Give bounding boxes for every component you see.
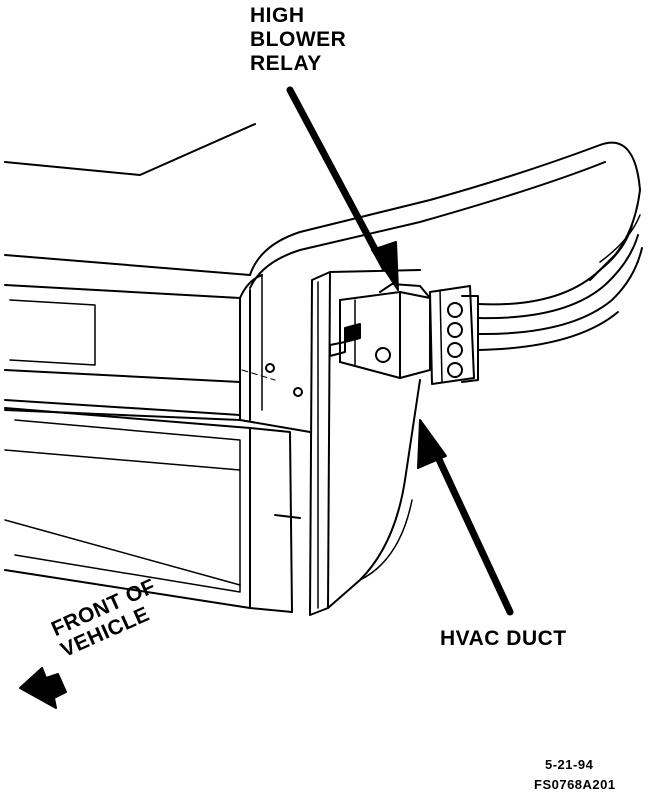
blower-relay (329, 283, 431, 379)
wire-connector (429, 285, 479, 385)
relay-callout-arrow (286, 86, 399, 291)
relay-label-line-2: BLOWER (250, 28, 347, 51)
duct-callout-arrow (417, 419, 514, 616)
hvac-module (4, 274, 311, 613)
front-of-vehicle-arrow-icon (19, 667, 67, 709)
date-stamp: 5-21-94 (545, 757, 594, 772)
hvac-duct-label: HVAC DUCT (440, 627, 567, 650)
relay-label-line-1: HIGH (250, 4, 305, 27)
wire-harness (477, 224, 643, 351)
relay-label-line-3: RELAY (250, 52, 322, 75)
hvac-duct-plate (309, 269, 421, 616)
high-blower-relay-label: HIGH BLOWER RELAY (250, 4, 346, 76)
figure-id: FS0768A201 (534, 777, 616, 792)
